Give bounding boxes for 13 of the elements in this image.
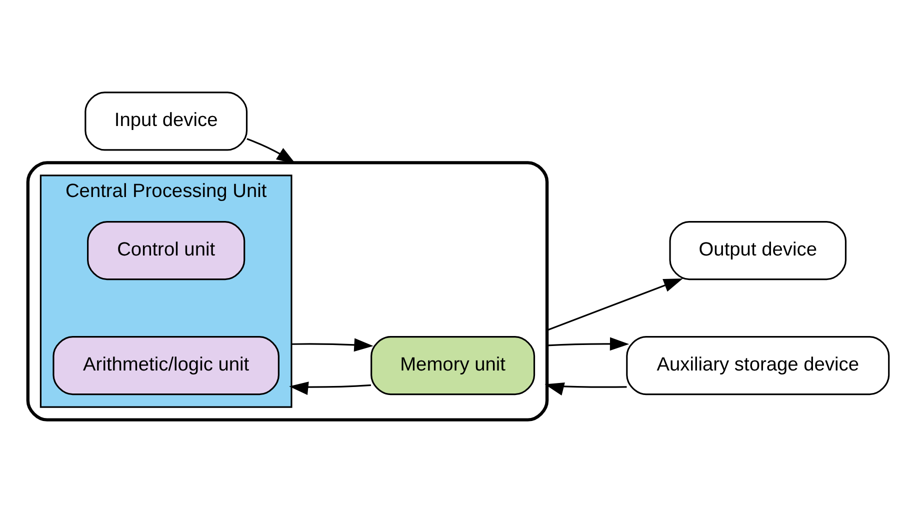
arrow	[289, 381, 371, 395]
arrow	[544, 382, 627, 395]
arrow	[546, 278, 683, 330]
cluster	[26, 160, 549, 421]
node-box: Memory unit	[370, 335, 536, 395]
arrow	[246, 138, 296, 164]
node-box: Input device	[84, 91, 248, 150]
arrow	[291, 338, 374, 352]
arrow	[547, 336, 630, 350]
node-box: Output device	[669, 220, 847, 280]
node-box: Arithmetic/logic unit	[52, 335, 280, 395]
node-box: Auxiliary storage device	[626, 335, 890, 395]
node-box: Control unit	[87, 220, 246, 280]
